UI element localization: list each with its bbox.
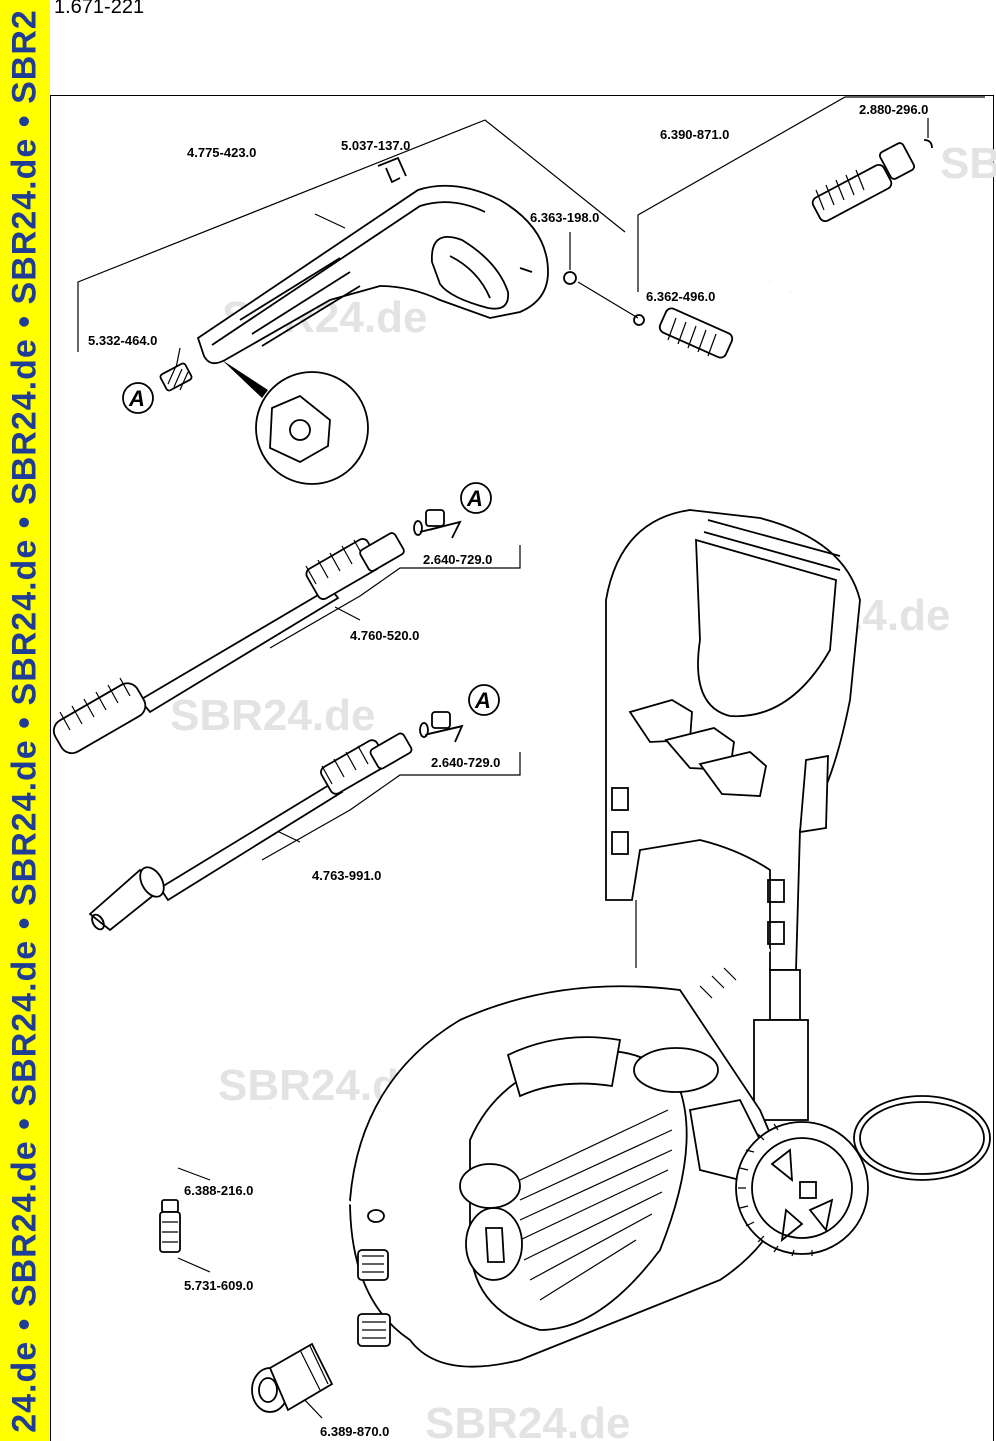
part-number-labels: 4.775-423.0 5.037-137.0 6.390-871.0 2.88… bbox=[88, 102, 928, 1439]
spray-lance-vario: A bbox=[88, 684, 500, 932]
part-label-6-362-496-0: 6.362-496.0 bbox=[646, 289, 715, 304]
part-label-4-760-520-0: 4.760-520.0 bbox=[350, 628, 419, 643]
spray-lance-rotor: A bbox=[52, 482, 492, 755]
svg-text:A: A bbox=[466, 486, 483, 511]
diagram-frame bbox=[50, 95, 994, 1441]
watermark: SBR24.de bbox=[425, 1399, 630, 1441]
svg-text:A: A bbox=[474, 688, 491, 713]
part-label-6-389-870-0: 6.389-870.0 bbox=[320, 1424, 389, 1439]
part-label-4-775-423-0: 4.775-423.0 bbox=[187, 145, 256, 160]
watermark: SBR24.de bbox=[170, 691, 375, 740]
high-pressure-hose bbox=[563, 139, 933, 374]
svg-text:A: A bbox=[128, 386, 145, 411]
part-label-6-388-216-0: 6.388-216.0 bbox=[184, 1183, 253, 1198]
trolley-frame bbox=[605, 509, 861, 1121]
model-number: 1.671-221 bbox=[54, 0, 145, 18]
pressure-washer-body bbox=[159, 948, 991, 1413]
part-label-2-640-729-0: 2.640-729.0 bbox=[423, 552, 492, 567]
part-label-2-640-729-0-b: 2.640-729.0 bbox=[431, 755, 500, 770]
part-label-5-731-609-0: 5.731-609.0 bbox=[184, 1278, 253, 1293]
gun-spring bbox=[159, 362, 193, 392]
part-label-5-037-137-0: 5.037-137.0 bbox=[341, 138, 410, 153]
watermark: SBR24.de bbox=[940, 139, 996, 188]
inlet-connector bbox=[251, 1342, 334, 1413]
part-label-6-390-871-0: 6.390-871.0 bbox=[660, 127, 729, 142]
part-label-6-363-198-0: 6.363-198.0 bbox=[530, 210, 599, 225]
part-label-5-332-464-0: 5.332-464.0 bbox=[88, 333, 157, 348]
spray-gun: A bbox=[122, 156, 549, 485]
sidebar-banner: 24.de • SBR24.de • SBR24.de • SBR24.de •… bbox=[0, 0, 50, 1441]
marker-a: A bbox=[460, 482, 492, 514]
part-label-2-880-296-0: 2.880-296.0 bbox=[859, 102, 928, 117]
marker-a: A bbox=[122, 382, 154, 414]
filter bbox=[159, 1199, 181, 1253]
marker-a: A bbox=[468, 684, 500, 716]
part-label-4-763-991-0: 4.763-991.0 bbox=[312, 868, 381, 883]
